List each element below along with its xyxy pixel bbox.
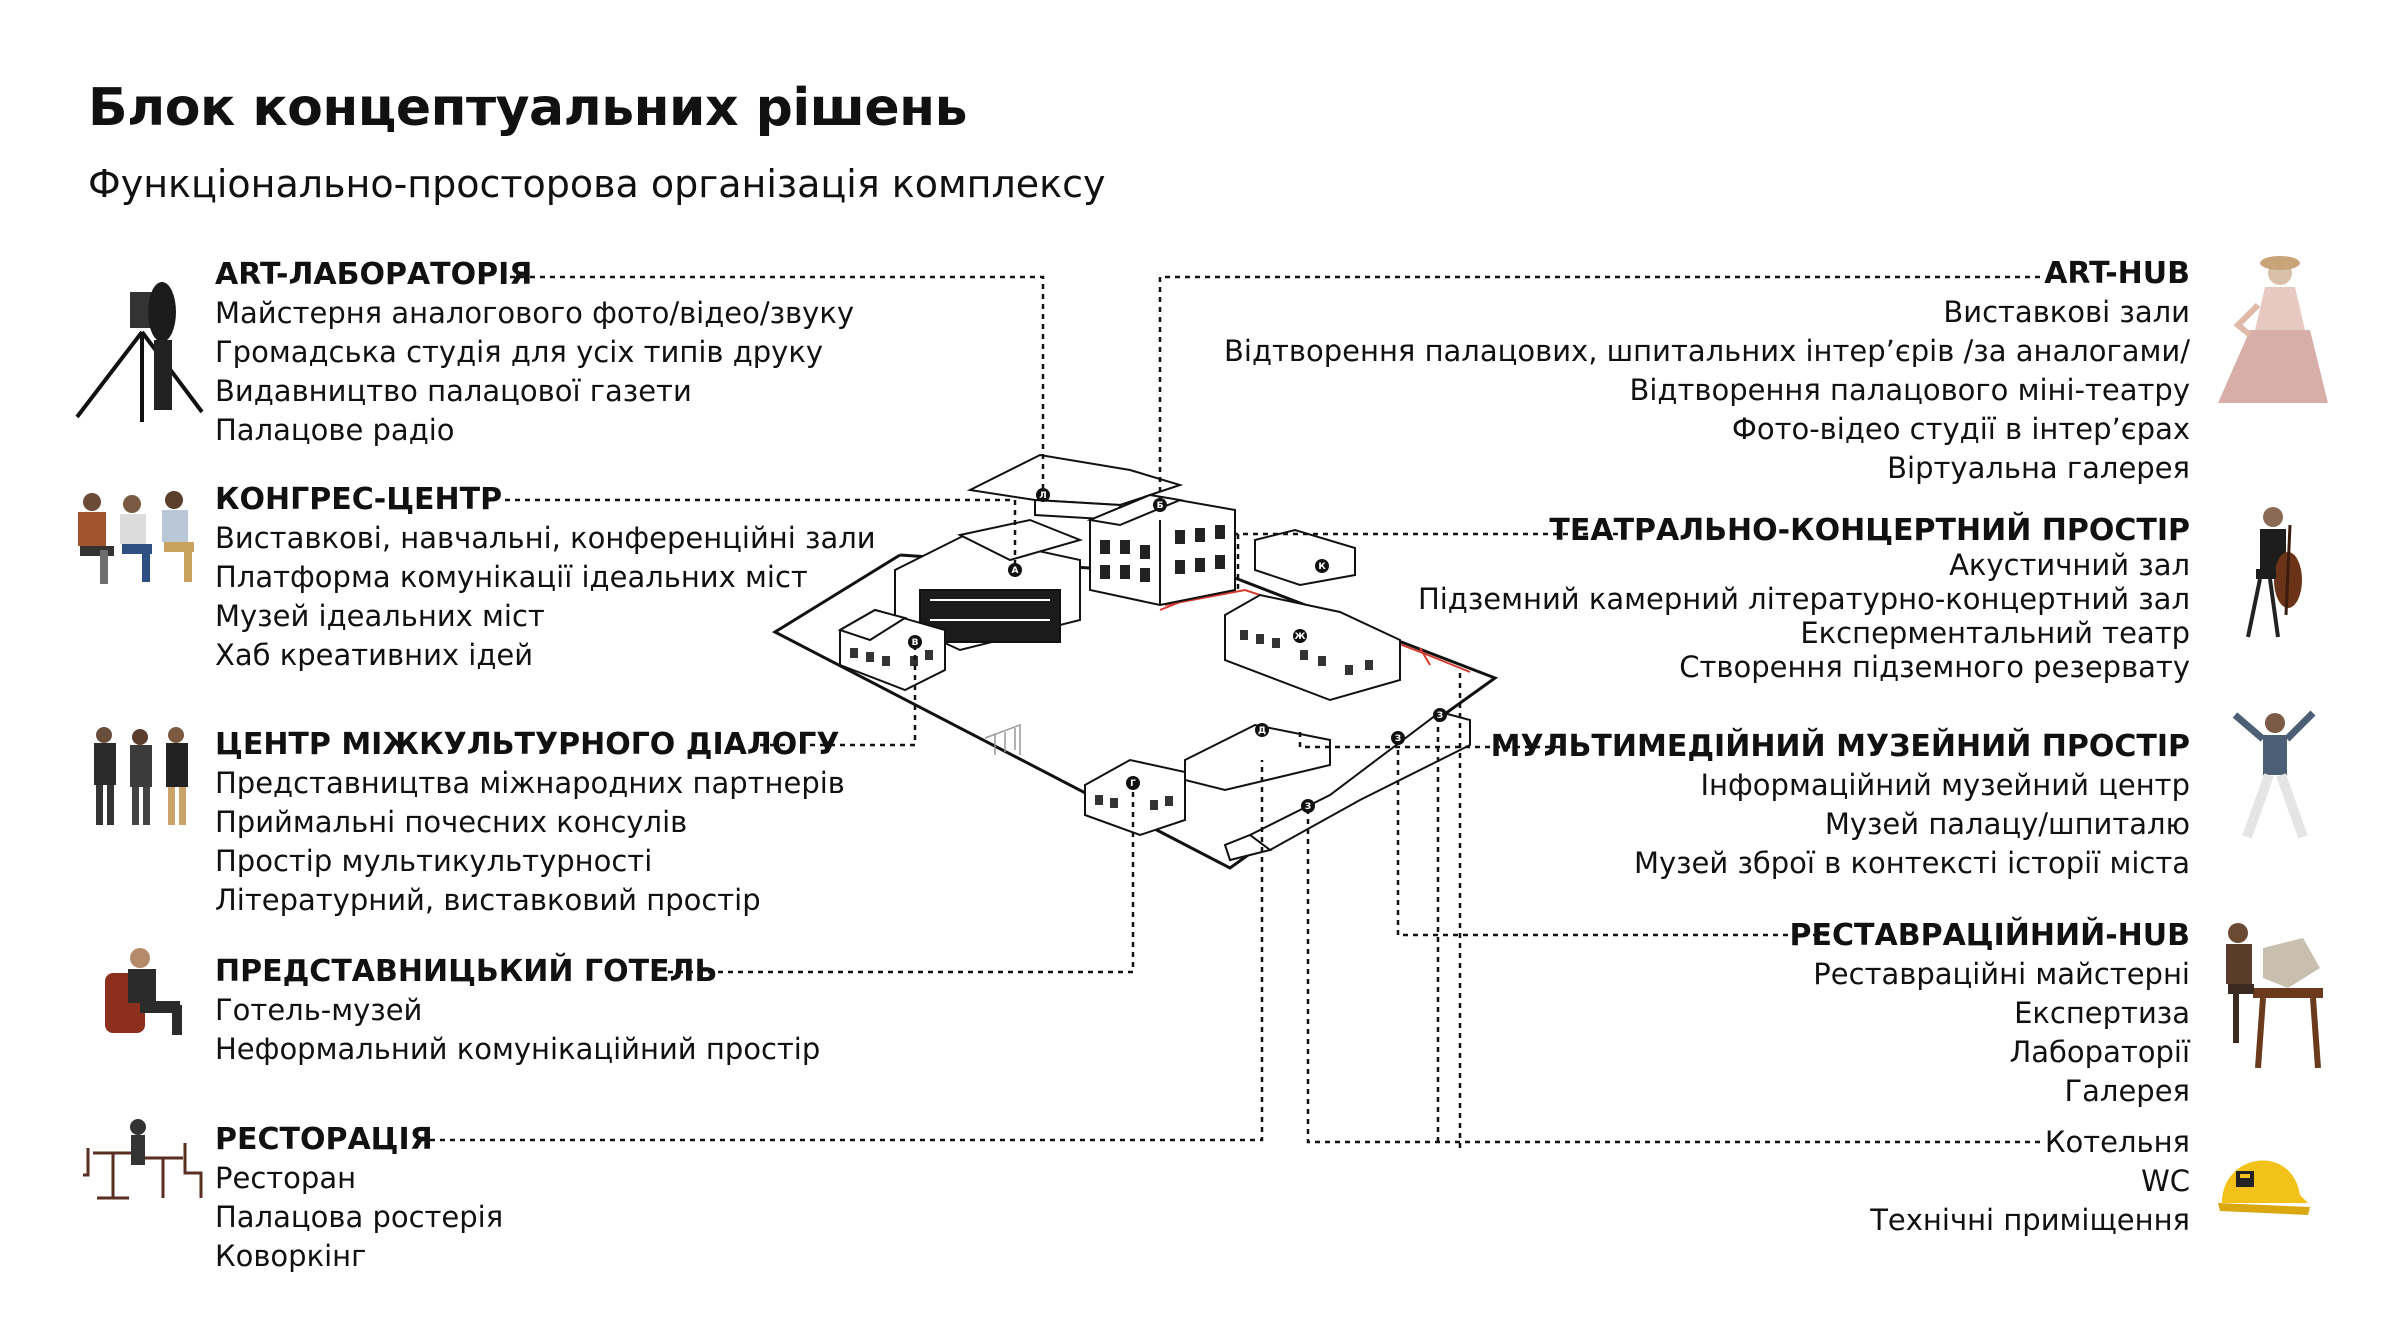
- list-item: Видавництво палацової газети: [215, 374, 692, 408]
- block-title: МУЛЬТИМЕДІЙНИЙ МУЗЕЙНИЙ ПРОСТІР: [1490, 729, 2190, 764]
- svg-text:В: В: [912, 638, 919, 648]
- block-multimedia-museum: МУЛЬТИМЕДІЙНИЙ МУЗЕЙНИЙ ПРОСТІР Інформац…: [1491, 727, 2190, 883]
- list-item: Технічні приміщення: [1870, 1203, 2190, 1237]
- marker-zh: Ж: [1293, 629, 1307, 643]
- block-art-hub: ART-HUB Виставкові зали Відтворення пала…: [1224, 254, 2190, 488]
- list-item: Експерментальний театр: [1800, 616, 2190, 650]
- page-subtitle: Функціонально-просторова організація ком…: [88, 162, 1106, 206]
- building-zh: [1224, 593, 1401, 702]
- dancer-icon: [2232, 710, 2316, 839]
- list-item: Представництва міжнародних партнерів: [215, 766, 845, 800]
- list-item: Музей зброї в контексті історії міста: [1633, 846, 2190, 880]
- svg-text:З: З: [1437, 711, 1443, 721]
- svg-text:З: З: [1305, 802, 1311, 812]
- block-congress-center: КОНГРЕС-ЦЕНТР Виставкові, навчальні, кон…: [215, 480, 876, 675]
- marker-l: Л: [1036, 488, 1050, 502]
- list-item: Приймальні почесних консулів: [215, 805, 688, 839]
- marker-z3: З: [1301, 799, 1315, 813]
- list-item: Відтворення палацового міні-театру: [1629, 373, 2190, 407]
- list-item: Реставраційні майстерні: [1813, 957, 2190, 991]
- block-intercultural-center: ЦЕНТР МІЖКУЛЬТУРНОГО ДІАЛОГУ Представниц…: [215, 725, 845, 920]
- fence: [984, 723, 1021, 755]
- marker-b: Б: [1153, 498, 1167, 512]
- businessmen-group-icon: [94, 727, 188, 825]
- list-item: Котельня: [2044, 1125, 2190, 1159]
- block-title: ART-ЛАБОРАТОРІЯ: [215, 257, 533, 292]
- marker-d: Д: [1255, 723, 1269, 737]
- block-title: ТЕАТРАЛЬНО-КОНЦЕРТНИЙ ПРОСТІР: [1549, 513, 2190, 548]
- list-item: Виставкові зали: [1943, 295, 2190, 329]
- list-item: Палацова ростерія: [215, 1200, 504, 1234]
- svg-text:Л: Л: [1039, 491, 1046, 501]
- marker-k: К: [1315, 559, 1329, 573]
- list-item: Неформальний комунікаційний простір: [215, 1032, 821, 1066]
- block-restoration-hub: РЕСТАВРАЦІЙНИЙ-HUB Реставраційні майстер…: [1790, 916, 2190, 1111]
- marker-v: В: [908, 635, 922, 649]
- list-item: Відтворення палацових, шпитальних інтер’…: [1224, 334, 2190, 368]
- list-item: Коворкінг: [215, 1239, 367, 1273]
- svg-text:К: К: [1318, 562, 1326, 572]
- block-theatre-concert: ТЕАТРАЛЬНО-КОНЦЕРТНИЙ ПРОСТІР Акустичний…: [1417, 513, 2190, 685]
- list-item: Майстерня аналогового фото/відео/звуку: [215, 296, 854, 330]
- list-item: Створення підземного резервату: [1679, 650, 2190, 684]
- list-item: Акустичний зал: [1949, 548, 2190, 582]
- list-item: Простір мультикультурності: [215, 844, 653, 878]
- camera-tripod-person-icon: [75, 282, 204, 422]
- cellist-icon: [2246, 507, 2302, 638]
- marker-a: А: [1008, 563, 1022, 577]
- building-l: [966, 453, 1184, 522]
- list-item: Музей ідеальних міст: [215, 599, 545, 633]
- list-item: Експертиза: [2014, 996, 2190, 1030]
- svg-text:З: З: [1395, 734, 1401, 744]
- block-title: КОНГРЕС-ЦЕНТР: [215, 482, 503, 517]
- markers: Л Б А В К Ж Д Г З З З: [908, 488, 1447, 813]
- block-art-laboratory: ART-ЛАБОРАТОРІЯ Майстерня аналогового фо…: [215, 255, 854, 450]
- block-title: РЕСТОРАЦІЯ: [215, 1122, 433, 1157]
- sculptor-icon: [2226, 923, 2323, 1068]
- block-title: ART-HUB: [2044, 256, 2190, 291]
- list-item: Громадська студія для усіх типів друку: [215, 335, 824, 369]
- svg-text:Б: Б: [1157, 501, 1164, 511]
- list-item: Ресторан: [215, 1161, 357, 1195]
- seated-people-icon: [78, 491, 194, 584]
- leader-lines: [420, 275, 2040, 1148]
- hard-hat-icon: [2218, 1160, 2310, 1215]
- block-restoration: РЕСТОРАЦІЯ Ресторан Палацова ростерія Ко…: [215, 1120, 503, 1276]
- list-item: Палацове радіо: [215, 413, 455, 447]
- list-item: WC: [2141, 1164, 2190, 1198]
- list-item: Лабораторії: [2009, 1035, 2190, 1069]
- building-k: [1254, 528, 1356, 587]
- list-item: Платформа комунікації ідеальних міст: [215, 560, 808, 594]
- marker-g: Г: [1126, 776, 1140, 790]
- cafe-tables-icon: [83, 1119, 203, 1200]
- svg-text:Г: Г: [1130, 779, 1136, 789]
- block-title: РЕСТАВРАЦІЙНИЙ-HUB: [1789, 918, 2190, 953]
- lady-in-gown-icon: [2218, 256, 2328, 403]
- block-hotel: ПРЕДСТАВНИЦЬКИЙ ГОТЕЛЬ Готель-музей Нефо…: [215, 952, 820, 1069]
- page-title: Блок концептуальних рішень: [88, 78, 967, 138]
- building-g: [1084, 758, 1186, 837]
- list-item: Готель-музей: [215, 993, 423, 1027]
- marker-z1: З: [1391, 731, 1405, 745]
- man-in-armchair-icon: [105, 948, 182, 1035]
- building-v: [837, 608, 946, 692]
- list-item: Інформаційний музейний центр: [1700, 768, 2191, 802]
- block-title: ЦЕНТР МІЖКУЛЬТУРНОГО ДІАЛОГУ: [215, 727, 840, 762]
- list-item: Підземний камерний літературно-концертни…: [1417, 582, 2190, 616]
- marker-z2: З: [1433, 708, 1447, 722]
- list-item: Музей палацу/шпиталю: [1824, 807, 2190, 841]
- svg-text:А: А: [1012, 566, 1019, 576]
- block-title: ПРЕДСТАВНИЦЬКИЙ ГОТЕЛЬ: [215, 954, 718, 989]
- list-item: Галерея: [2064, 1074, 2190, 1108]
- block-technical: Котельня WC Технічні приміщення: [1870, 1123, 2190, 1240]
- svg-text:Д: Д: [1258, 726, 1266, 736]
- list-item: Хаб креативних ідей: [215, 638, 534, 672]
- svg-text:Ж: Ж: [1294, 632, 1305, 642]
- list-item: Виставкові, навчальні, конференційні зал…: [215, 521, 876, 555]
- list-item: Літературний, виставковий простір: [215, 883, 761, 917]
- list-item: Фото-відео студії в інтер’єрах: [1731, 412, 2190, 446]
- list-item: Віртуальна галерея: [1887, 451, 2190, 485]
